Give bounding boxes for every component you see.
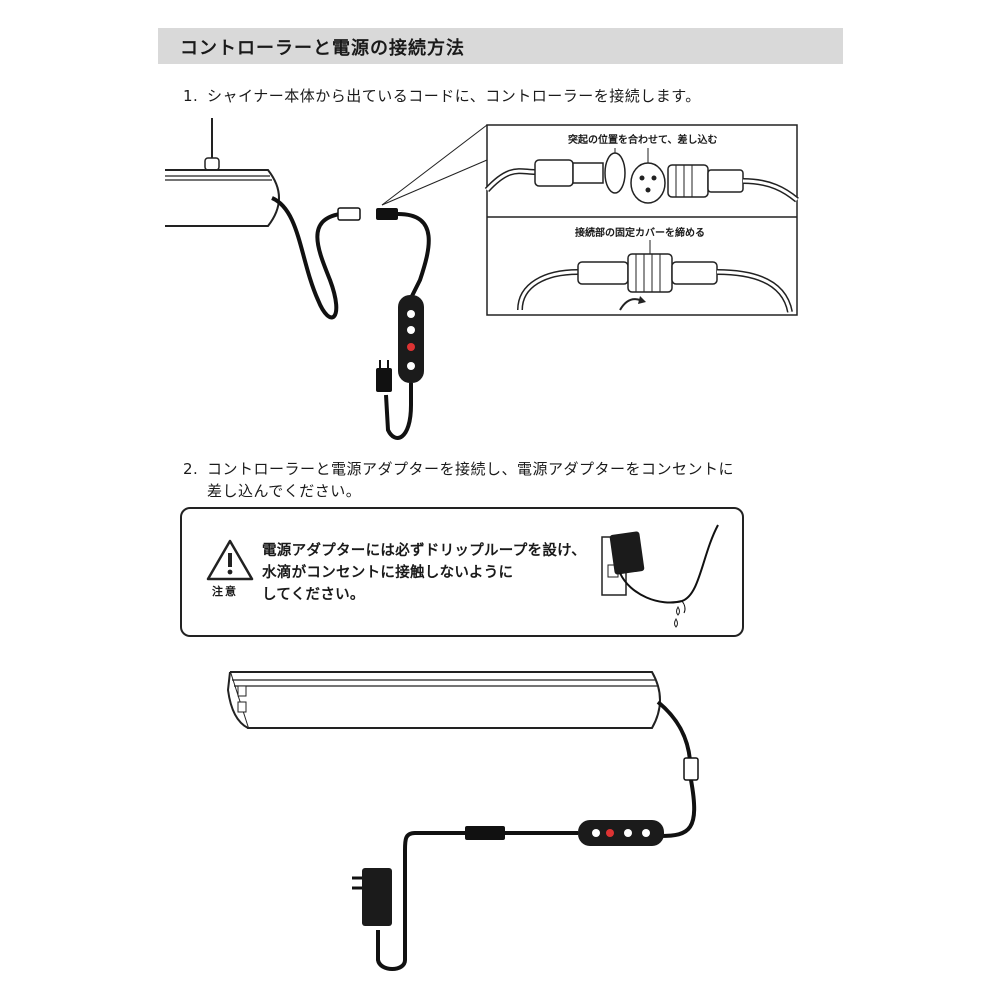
step-2-number: 2. [183, 460, 199, 478]
power-adapter [362, 868, 392, 926]
section-header: コントローラーと電源の接続方法 [158, 28, 843, 64]
controller [398, 295, 424, 383]
step-1-number: 1. [183, 87, 199, 105]
caution-line-1: 電源アダプターには必ずドリップループを設け、 [262, 543, 587, 559]
step-2: 2. コントローラーと電源アダプターを接続し、電源アダプターをコンセントに 差し込… [183, 458, 734, 502]
warning-triangle-icon [206, 539, 254, 581]
caution-line-3: してください。 [262, 587, 365, 603]
step-1-text: シャイナー本体から出ているコードに、コントローラーを接続します。 [207, 87, 701, 105]
callout-tighten-text: 接続部の固定カバーを締める [575, 228, 705, 239]
caution-line-2: 水滴がコンセントに接触しないように [262, 565, 514, 581]
callout-align-text: 突起の位置を合わせて、差し込む [568, 135, 718, 146]
section-title: コントローラーと電源の接続方法 [180, 38, 465, 59]
controller-horizontal [578, 820, 664, 846]
step-2-text-line-1: コントローラーと電源アダプターを接続し、電源アダプターをコンセントに [207, 460, 735, 478]
drip-loop-illustration [601, 524, 719, 628]
caution-label: 注意 [212, 585, 238, 598]
step-2-text-line-2: 差し込んでください。 [207, 482, 362, 500]
caution-box [180, 507, 744, 637]
step-1: 1. シャイナー本体から出ているコードに、コントローラーを接続します。 [183, 85, 701, 107]
caution-text: 電源アダプターには必ずドリップループを設け、 水滴がコンセントに接触しないように… [262, 540, 586, 606]
